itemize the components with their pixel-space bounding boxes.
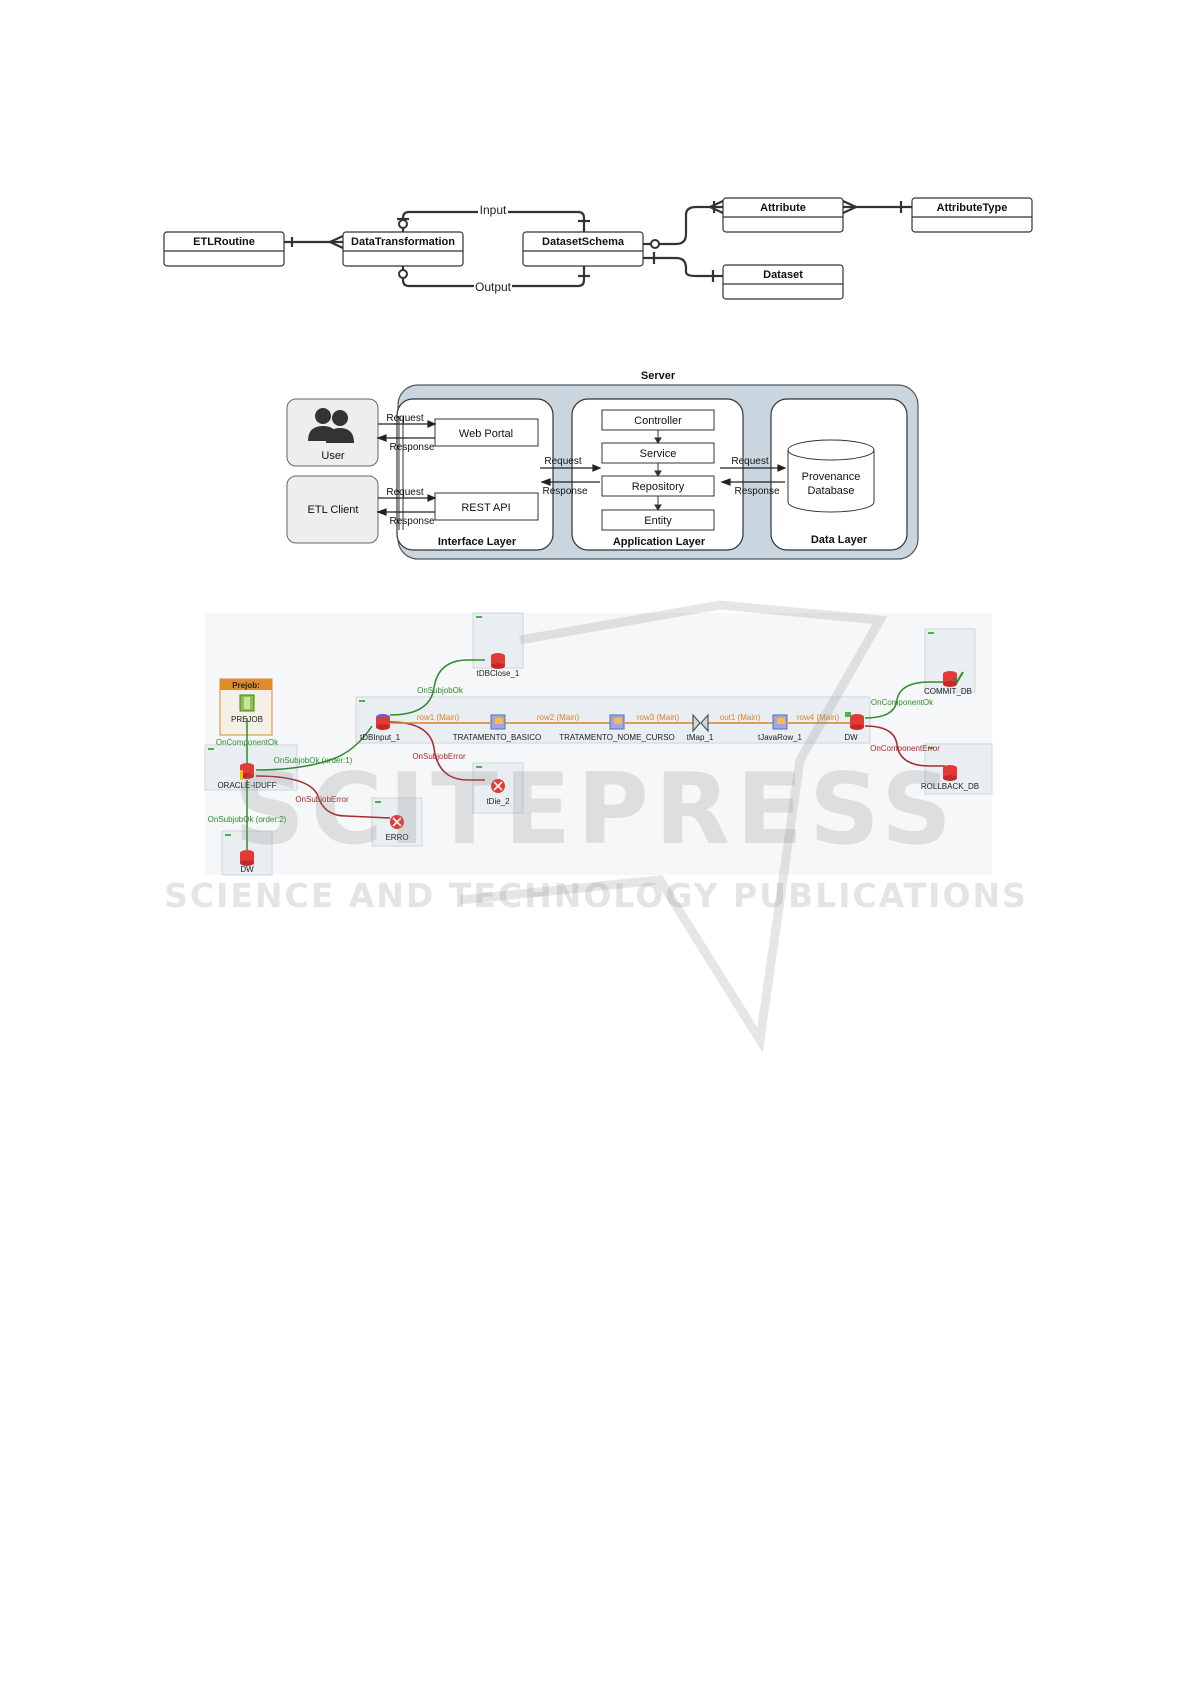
link-label-oncomponentok-left: OnComponentOk [216, 738, 279, 747]
link-label-oncomponentok-right: OnComponentOk [871, 698, 934, 707]
link-label-onsubjoberror-mid: OnSubjobError [412, 752, 466, 761]
request-label-user: Request [386, 413, 423, 424]
db-label-line1: Provenance [802, 471, 861, 483]
link-label-out1: out1 (Main) [720, 713, 761, 722]
user-label: User [321, 450, 345, 462]
web-portal-label: Web Portal [459, 428, 513, 440]
prejob-label: PREJOB [231, 715, 263, 724]
response-label-interface: Response [542, 486, 587, 497]
entity-attributetype-label: AttributeType [937, 202, 1008, 214]
dw-left-label: DW [240, 865, 254, 874]
service-label: Service [640, 448, 677, 460]
tratamento-nome-curso-icon [609, 714, 625, 730]
dw-left-db-icon [240, 850, 254, 866]
request-label-application: Request [731, 456, 768, 467]
entity-datatransformation-label: DataTransformation [351, 236, 455, 248]
prejob-header [220, 679, 272, 690]
response-label-etl: Response [389, 516, 434, 527]
rollback-db-icon [943, 765, 957, 781]
commit-label: COMMIT_DB [924, 687, 972, 696]
link-label-oncomponenterror-right: OnComponentError [870, 744, 940, 753]
relation-output-label: Output [475, 280, 512, 294]
subjob-rollback-panel [924, 743, 993, 795]
link-label-onsubjobok-order1: OnSubjobOk (order:1) [274, 756, 353, 765]
entity-attributetype-box[interactable] [911, 197, 1033, 233]
tjavarow-icon [772, 714, 788, 730]
link-label-onsubjobok-order2: OnSubjobOk (order:2) [208, 815, 287, 824]
tdie-label: tDie_2 [486, 797, 510, 806]
dbinput-db-icon [376, 714, 390, 730]
architecture-diagram: Server Interface Layer Application Layer… [286, 370, 919, 560]
data-layer-title: Data Layer [811, 534, 868, 546]
interface-layer-title: Interface Layer [438, 536, 517, 548]
erro-label: ERRO [385, 833, 408, 842]
entity-attribute-box[interactable] [722, 197, 844, 233]
tmap-icon [692, 713, 709, 733]
request-label-interface: Request [544, 456, 581, 467]
dbinput-label: tDBInput_1 [360, 733, 401, 742]
rest-api-label: REST API [461, 502, 510, 514]
link-label-onsubjobok-top: OnSubjobOk [417, 686, 464, 695]
etl-client-box [286, 475, 379, 544]
users-icon [308, 408, 354, 443]
erro-icon [390, 815, 404, 829]
prejob-icon [239, 694, 255, 712]
response-label-user: Response [389, 442, 434, 453]
oracle-label: ORACLE-IDUFF [217, 781, 276, 790]
repository-label: Repository [632, 481, 685, 493]
entity-datasetschema-label: DatasetSchema [542, 236, 625, 248]
entity-label: Entity [644, 515, 672, 527]
link-label-row4: row4 (Main) [797, 713, 840, 722]
entity-dataset-label: Dataset [763, 269, 803, 281]
etl-client-label: ETL Client [308, 504, 359, 516]
web-portal-box [434, 418, 539, 447]
relation-input-label: Input [480, 203, 507, 217]
link-label-row1: row1 (Main) [417, 713, 460, 722]
tdie-icon [491, 779, 505, 793]
tmap-label: tMap_1 [687, 733, 714, 742]
er-edge-schema-attribute [643, 205, 723, 246]
server-title: Server [641, 370, 676, 382]
link-dw-commit [864, 681, 945, 719]
response-label-application: Response [734, 486, 779, 497]
commit-db-icon [943, 671, 964, 687]
application-layer-title: Application Layer [613, 536, 706, 548]
db-label-line2: Database [807, 485, 854, 497]
tratamento-basico-label: TRATAMENTO_BASICO [453, 733, 541, 742]
entity-etlroutine-label: ETLRoutine [193, 236, 255, 248]
controller-label: Controller [634, 415, 682, 427]
link-dbinput-tdie [389, 721, 485, 781]
tratamento-basico-icon [490, 714, 506, 730]
er-diagram: ETLRoutine DataTransformation DatasetSch… [163, 197, 1033, 300]
er-edge-schema-dataset [643, 256, 723, 278]
dbclose-label: tDBClose_1 [477, 669, 520, 678]
dw-right-db-icon [845, 712, 864, 730]
request-label-etl: Request [386, 487, 423, 498]
tratamento-nome-curso-label: TRATAMENTO_NOME_CURSO [559, 733, 675, 742]
link-oracle-dbinput [255, 725, 373, 771]
link-label-onsubjoberror-left: OnSubjobError [295, 795, 349, 804]
oracle-db-icon [240, 763, 254, 780]
tjavarow-label: tJavaRow_1 [758, 733, 803, 742]
prejob-header-label: Prejob: [232, 681, 260, 690]
link-dbinput-dbclose [389, 659, 485, 716]
entity-attribute-label: Attribute [760, 202, 806, 214]
dw-right-label: DW [844, 733, 858, 742]
link-oracle-erro [255, 775, 391, 819]
provenance-database-cylinder [787, 439, 875, 513]
job-canvas [205, 613, 992, 875]
entity-dataset-box[interactable] [722, 264, 844, 300]
link-dw-rollback [864, 725, 945, 767]
link-label-row2: row2 (Main) [537, 713, 580, 722]
link-label-row3: row3 (Main) [637, 713, 680, 722]
entity-etlroutine-box[interactable] [163, 231, 285, 267]
rollback-label: ROLLBACK_DB [921, 782, 979, 791]
etl-job-diagram: Prejob: [204, 612, 993, 876]
rest-api-box [434, 492, 539, 521]
dbclose-db-icon [491, 653, 505, 669]
